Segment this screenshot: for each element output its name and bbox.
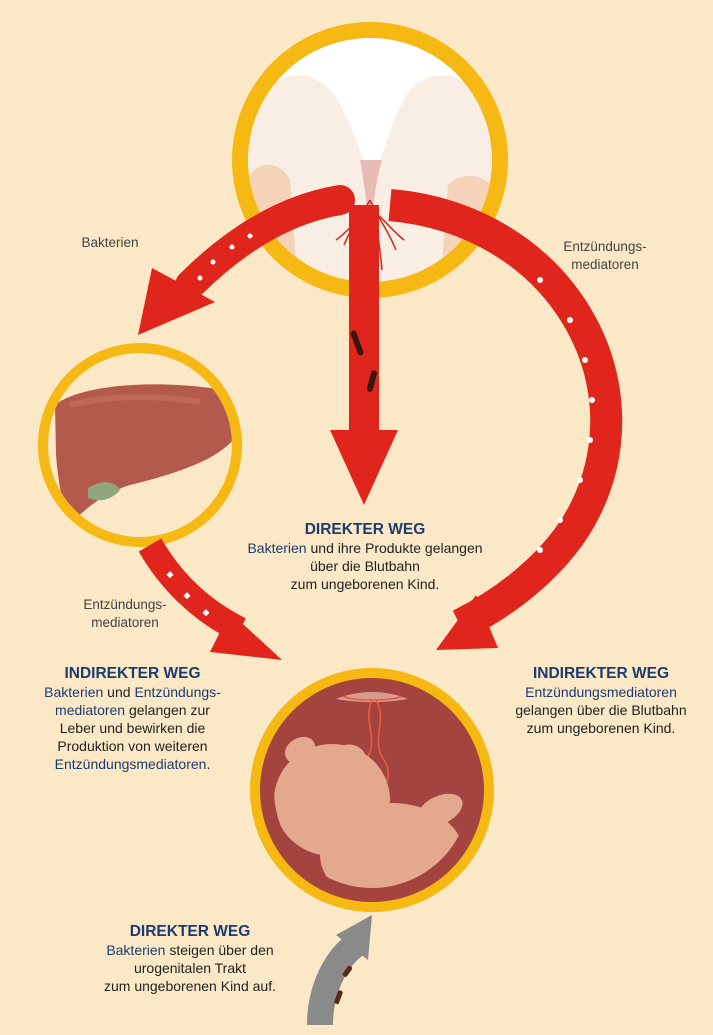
direct-path-bottom: DIREKTER WEG Bakterien steigen über den … — [60, 922, 320, 995]
liver-circle — [38, 343, 245, 547]
label-mediators-right: Entzündungs- mediatoren — [540, 238, 670, 274]
label-mediators-left: Entzündungs- mediatoren — [60, 596, 190, 632]
indirect-path-left: INDIREKTER WEG Bakterien und Entzündungs… — [20, 664, 245, 773]
indirect-path-left-title: INDIREKTER WEG — [20, 664, 245, 683]
indirect-path-right: INDIREKTER WEG Entzündungsmediatoren gel… — [490, 664, 712, 737]
uterus-circle — [250, 668, 494, 912]
direct-path-bottom-title: DIREKTER WEG — [60, 922, 320, 941]
arrow-urogenital — [320, 915, 372, 1025]
indirect-path-right-title: INDIREKTER WEG — [490, 664, 712, 683]
direct-path-title: DIREKTER WEG — [215, 520, 515, 539]
direct-path-center: DIREKTER WEG Bakterien und ihre Produkte… — [215, 520, 515, 593]
label-bacteria: Bakterien — [60, 234, 160, 252]
